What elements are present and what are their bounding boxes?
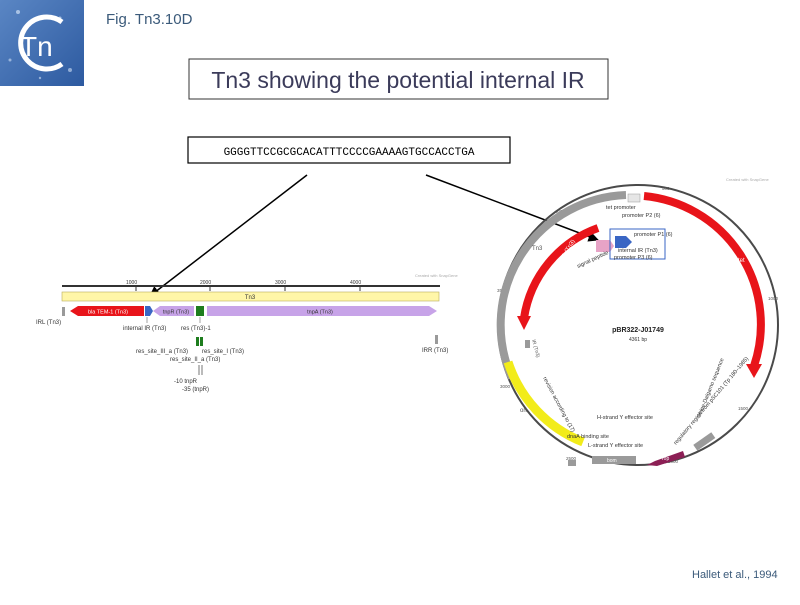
plasmid-name: pBR322-J01749	[612, 327, 664, 334]
internal-ir-label: internal IR (Tn3)	[123, 326, 166, 332]
tet-promoter-label: tet promoter	[606, 205, 636, 211]
bom-label: bom	[607, 458, 617, 464]
irl-feature	[525, 340, 530, 348]
promoter-p1-label: promoter P1 (6)	[634, 232, 673, 238]
plasmid-tick-label: 1000	[768, 296, 779, 301]
promoter-p3-label: promoter P3 (6)	[614, 255, 653, 261]
tn3-arc-label: Tn3	[532, 246, 543, 252]
tnpr-10-label: -10 tnpR	[174, 379, 198, 385]
tnpr-35-label: -35 (tnpR)	[182, 387, 209, 393]
tnpA-feature	[207, 306, 437, 316]
res-site-ii-a-label: res_site_II_a (Tn3)	[170, 357, 220, 363]
irl-plasmid-label: IR (Tn3)	[530, 339, 541, 359]
promoter-p2-label: promoter P2 (6)	[622, 213, 661, 219]
figure-label: Fig. Tn3.10D	[106, 11, 193, 28]
bom-feature	[592, 456, 636, 464]
bla-arc	[520, 224, 600, 319]
res-site-iii-a-label: res_site_III_a (Tn3)	[136, 349, 188, 355]
ruler-tick-label: 4000	[350, 280, 361, 286]
ori-arc	[503, 360, 585, 447]
plasmid-tick-label: 1500	[738, 406, 749, 411]
tn3-bar	[61, 291, 440, 302]
plasmid-tick-label: 2000	[668, 459, 679, 464]
internal-ir-feature	[615, 236, 632, 248]
plasmid-map: Created with SnapGene 500 1000 1500 2000…	[496, 177, 779, 466]
tet-promoter-feature	[627, 193, 641, 203]
res-site-i-tn3-label: res_site_I (Tn3)	[202, 349, 244, 355]
tet-arc	[643, 192, 765, 368]
slide-title: Tn3 showing the potential internal IR	[211, 67, 584, 93]
tnpR-label: tnpR (Tn3)	[163, 310, 189, 316]
h-strand-label: H-strand Y effector site	[597, 415, 653, 421]
tnpR-feature	[153, 306, 194, 316]
ruler-tick-label: 1000	[126, 280, 137, 286]
tn3-bar-label: Tn3	[245, 295, 256, 301]
tn-logo: Tn	[0, 0, 84, 86]
bla-arrowhead	[517, 316, 531, 330]
plasmid-internal-ir-label: internal IR (Tn3)	[618, 248, 658, 254]
ori-label: ori	[520, 408, 527, 414]
rop-feature	[647, 451, 685, 466]
citation: Hallet et al., 1994	[692, 569, 778, 581]
tn3-arc	[496, 191, 627, 380]
pointer-arrow-plasmid	[425, 174, 599, 242]
dnaa-label: dnaA binding site	[567, 434, 609, 440]
res-site-i-label: res (Tn3)-1	[181, 326, 211, 332]
title-box	[188, 58, 609, 100]
res-site-iii	[196, 337, 199, 346]
ir-sequence: GGGGTTCCGCGCACATTTCCCCGAAAAGTGCCACCTGA	[224, 147, 475, 159]
linear-map: Created with SnapGene 1000 2000 3000 400…	[36, 273, 458, 393]
irl-label: IRL (Tn3)	[36, 320, 61, 326]
tnpA-label: tnpA (Tn3)	[307, 310, 333, 316]
plasmid-watermark: Created with SnapGene	[726, 177, 769, 182]
pointer-arrow-linear	[149, 174, 308, 297]
tet-arrowhead	[746, 364, 762, 378]
plasmid-tick-label: 2500	[566, 456, 577, 461]
dnaa-feature	[568, 460, 576, 466]
l-strand-label: L-strand Y effector site	[588, 443, 643, 449]
ruler-tick-label: 3000	[275, 280, 286, 286]
regulatory-feature	[693, 432, 716, 451]
logo-text: Tn	[20, 31, 53, 62]
res-site	[196, 306, 204, 316]
ruler-tick-label: 2000	[200, 280, 211, 286]
signal-peptide-label: signal peptide	[576, 250, 609, 270]
internal-ir-feature	[145, 306, 153, 316]
plasmid-size: 4361 bp	[629, 337, 647, 343]
internal-ir-highlight	[609, 228, 666, 260]
irl-feature	[62, 307, 65, 316]
res-site-ii	[200, 337, 203, 346]
bla-label: bla TEM-1 (Tn3)	[88, 310, 128, 316]
plasmid-tick-label: 500	[662, 186, 670, 191]
irr-label: IRR (Tn3)	[422, 348, 448, 354]
irr-feature	[435, 335, 438, 344]
plasmid-tick-label: 3000	[500, 384, 511, 389]
sequence-box	[187, 136, 511, 164]
rop-label: rop	[662, 456, 669, 462]
bla-feature	[70, 306, 144, 316]
linear-watermark: Created with SnapGene	[415, 273, 458, 278]
tet-label: tet	[738, 258, 745, 264]
